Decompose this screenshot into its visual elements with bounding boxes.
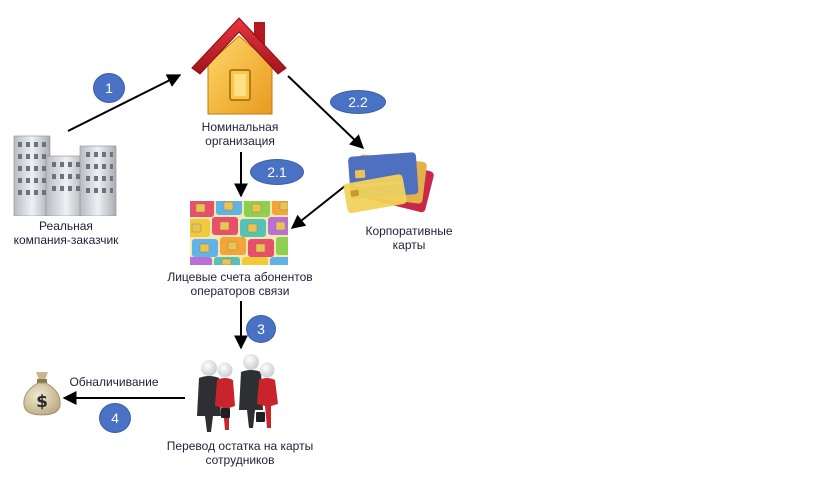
sim-cards-icon bbox=[190, 201, 288, 265]
arrow-client-to-nominal bbox=[67, 74, 182, 132]
nominal-label-line1: Номинальная bbox=[201, 120, 279, 134]
cash-label: Обналичивание bbox=[69, 375, 159, 389]
office-building-icon bbox=[10, 130, 118, 217]
step-badge-1: 1 bbox=[93, 73, 125, 103]
arrow-cards-to-accounts bbox=[290, 185, 346, 229]
people-group-icon bbox=[193, 352, 285, 434]
client-label-line2: компания-заказчик bbox=[13, 233, 119, 247]
employees-label-line2: сотрудников bbox=[205, 453, 275, 467]
accounts-label: Лицевые счета абонентов операторов связи bbox=[150, 270, 330, 298]
accounts-label-line2: операторов связи bbox=[190, 284, 290, 298]
house-icon bbox=[190, 14, 288, 118]
arrow-nominal-to-cards bbox=[287, 75, 365, 149]
accounts-label-line1: Лицевые счета абонентов bbox=[167, 270, 313, 284]
client-label: Реальная компания-заказчик bbox=[0, 219, 132, 247]
step-badge-2-2: 2.2 bbox=[330, 90, 386, 114]
nominal-label-line2: организация bbox=[205, 134, 275, 148]
cards-label-line2: карты bbox=[392, 238, 426, 252]
step-badge-2-1: 2.1 bbox=[250, 159, 304, 185]
credit-cards-icon bbox=[340, 146, 440, 224]
nominal-label: Номинальная организация bbox=[180, 120, 300, 148]
client-label-line1: Реальная bbox=[39, 219, 93, 233]
svg-text:$: $ bbox=[36, 392, 48, 412]
cards-label: Корпоративные карты bbox=[344, 224, 474, 252]
step-badge-3: 3 bbox=[246, 315, 276, 343]
employees-label: Перевод остатка на карты сотрудников bbox=[140, 439, 340, 467]
cards-label-line1: Корпоративные bbox=[365, 224, 453, 238]
step-badge-4: 4 bbox=[99, 403, 131, 433]
employees-label-line1: Перевод остатка на карты bbox=[166, 439, 314, 453]
money-bag-icon: $ bbox=[20, 368, 64, 416]
